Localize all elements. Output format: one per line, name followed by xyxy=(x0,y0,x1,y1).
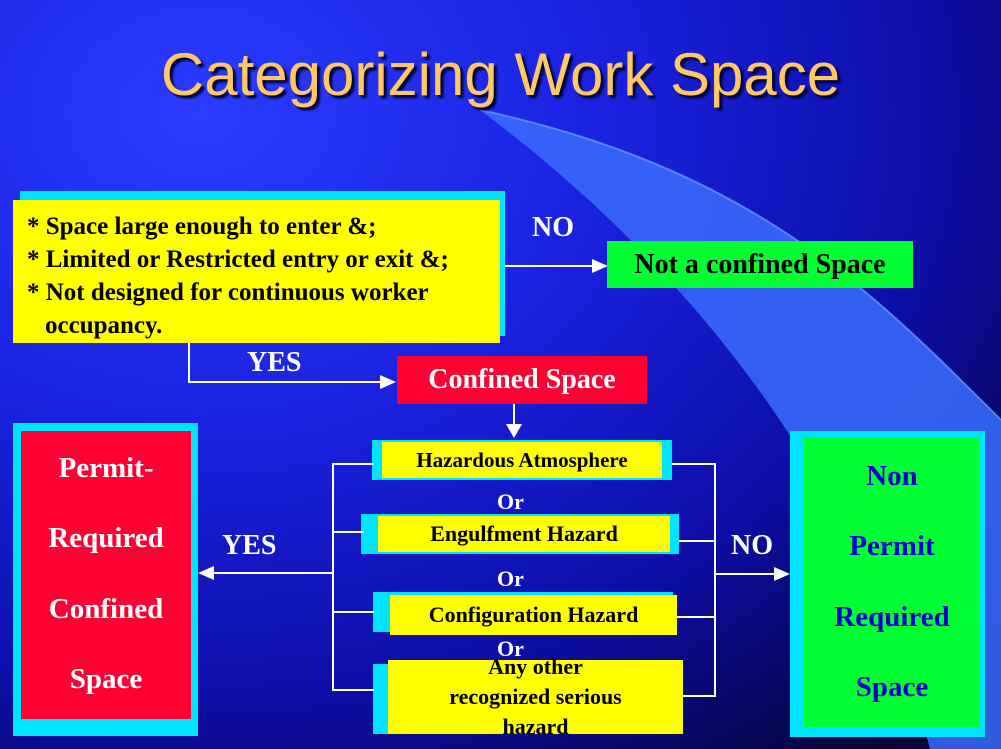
permit-required-line: Permit- xyxy=(58,451,154,484)
or-label: Or xyxy=(497,489,524,514)
arrow-line-yes-left xyxy=(212,572,334,574)
or-label: Or xyxy=(497,636,524,661)
yes-label-top: YES xyxy=(247,347,302,378)
left-bracket-tick xyxy=(332,689,374,691)
arrow-head-no-right xyxy=(774,567,790,581)
criteria-line: * Limited or Restricted entry or exit &; xyxy=(27,246,449,273)
non-permit-box: Non Permit Required Space xyxy=(804,437,980,727)
right-bracket-tick xyxy=(677,616,716,618)
criteria-box: * Space large enough to enter &; * Limit… xyxy=(13,200,500,343)
non-permit-line: Permit xyxy=(849,530,935,563)
right-bracket-tick xyxy=(683,695,716,697)
non-permit-line: Space xyxy=(855,671,929,704)
arrow-line-yes-top xyxy=(188,381,384,383)
left-bracket-tick xyxy=(332,531,364,533)
right-bracket-tick xyxy=(672,463,716,465)
hazard-box-other: Any other recognized serious hazard xyxy=(388,654,683,739)
hazard-box-atmosphere: Hazardous Atmosphere xyxy=(382,442,662,478)
arrow-line-yes-down xyxy=(188,343,190,383)
left-bracket-tick xyxy=(332,463,374,465)
left-bracket-tick xyxy=(332,611,374,613)
permit-required-line: Required xyxy=(48,522,164,555)
arrow-line-down xyxy=(513,404,515,428)
or-label: Or xyxy=(497,566,524,591)
permit-required-box: Permit- Required Confined Space xyxy=(21,431,191,719)
arrow-head-no-top xyxy=(592,259,608,273)
criteria-line: occupancy. xyxy=(45,312,163,339)
hazard-box-engulfment: Engulfment Hazard xyxy=(378,516,670,552)
non-permit-line: Required xyxy=(834,600,950,633)
no-label-top: NO xyxy=(532,212,574,243)
right-bracket-tick xyxy=(679,540,716,542)
criteria-line: * Not designed for continuous worker xyxy=(27,279,429,306)
arrow-head-down xyxy=(506,424,522,438)
arrow-head-yes-left xyxy=(198,566,214,580)
confined-space-box: Confined Space xyxy=(397,356,647,404)
arrow-line-no-top xyxy=(505,265,597,267)
permit-required-line: Space xyxy=(69,663,143,696)
criteria-line: * Space large enough to enter &; xyxy=(27,213,377,240)
right-bracket-vertical xyxy=(714,463,716,697)
permit-required-line: Confined xyxy=(48,592,164,625)
yes-label-left: YES xyxy=(222,530,277,561)
hazard-box-configuration: Configuration Hazard xyxy=(390,595,677,635)
no-label-right: NO xyxy=(731,530,773,561)
page-title: Categorizing Work Space xyxy=(160,41,841,108)
left-bracket-vertical xyxy=(332,463,334,691)
arrow-head-yes-top xyxy=(380,375,396,389)
not-confined-box: Not a confined Space xyxy=(607,241,913,288)
non-permit-line: Non xyxy=(866,459,918,492)
arrow-line-no-right xyxy=(714,573,776,575)
